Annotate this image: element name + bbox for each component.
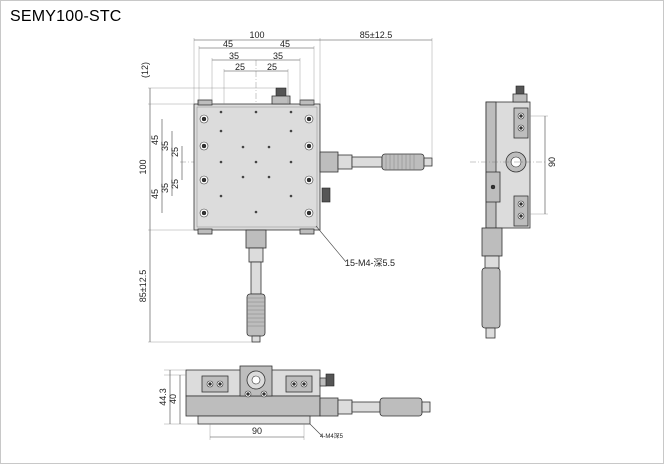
callout-leader-bottom (309, 423, 323, 437)
model-title: SEMY100-STC (10, 8, 122, 25)
dim-top-45-right: 45 (280, 39, 290, 49)
callout-tapped-holes-bottom: 4-M4深5 (320, 432, 344, 440)
dim-top-35-right: 35 (273, 51, 283, 61)
dim-front-width-90: 90 (252, 426, 262, 436)
micrometer-y-knurl (247, 297, 265, 327)
dim-top-100: 100 (249, 30, 264, 40)
side-view-clamp-upper (513, 107, 529, 139)
top-clamp-right (299, 99, 315, 106)
dim-left-45-top: 45 (150, 135, 160, 145)
front-view-center-hole (251, 375, 261, 385)
dim-left-100: 100 (138, 159, 148, 174)
dim-offset-12: (12) (140, 62, 150, 78)
front-view-clamp-left (201, 375, 229, 393)
corner-mount-holes (199, 114, 314, 218)
front-view-micrometer-barrel (337, 399, 353, 415)
front-view-micrometer-sleeve (351, 401, 381, 413)
bottom-clamp-right (299, 228, 315, 235)
bottom-clamp-left (197, 228, 213, 235)
micrometer-y-barrel (248, 247, 264, 263)
dim-left-25-top: 25 (170, 147, 180, 157)
micrometer-y-thimble (246, 293, 266, 337)
front-view-micrometer-mount (319, 397, 339, 417)
side-view-lock-base (512, 93, 528, 103)
dim-left-25-bottom: 25 (170, 179, 180, 189)
side-view-lock-knob (515, 85, 525, 95)
micrometer-x-mount (319, 151, 339, 173)
lock-knob-top (275, 87, 287, 97)
micrometer-y-ratchet (251, 335, 261, 343)
side-view: 90 (470, 85, 557, 339)
front-view-base-lip (197, 415, 311, 425)
micrometer-x-thimble (381, 153, 425, 171)
micrometer-x-knurl (385, 154, 415, 170)
front-view-micrometer-thimble (379, 397, 423, 417)
side-view-micrometer-ratchet (485, 327, 496, 339)
dim-side-height-90: 90 (547, 157, 557, 167)
callout-tapped-holes-top: 15-M4-深5.5 (345, 258, 395, 268)
micrometer-y-mount (245, 229, 267, 249)
front-view: 44.3 40 90 4-M4深5 (158, 365, 431, 440)
stage-top-plate-inner-edge (196, 106, 318, 228)
front-view-base (185, 395, 321, 417)
front-view-lock-knob (325, 373, 335, 387)
dim-top-45-left: 45 (223, 39, 233, 49)
micrometer-x-ratchet (423, 157, 433, 167)
stage-top-plate (193, 103, 321, 231)
dim-left-35-top: 35 (160, 141, 170, 151)
top-view: 100 45 45 35 35 25 25 85±12.5 (12) 100 4… (138, 30, 433, 343)
side-view-clamp-lower (513, 195, 529, 227)
micrometer-y-sleeve (250, 261, 262, 295)
tapped-m4-holes (219, 110, 293, 214)
lock-knob-base (271, 95, 291, 105)
side-view-micrometer-mount (481, 227, 503, 257)
side-lock-screw (321, 187, 331, 203)
micrometer-x-sleeve (351, 156, 383, 168)
front-view-screws (206, 380, 308, 398)
front-view-micrometer-ratchet (421, 401, 431, 413)
dim-front-height-40: 40 (168, 394, 178, 404)
micrometer-x-barrel (337, 154, 353, 170)
side-view-top-plate (485, 101, 497, 229)
dim-left-45-bottom: 45 (150, 189, 160, 199)
dim-micrometer-travel-x: 85±12.5 (360, 30, 392, 40)
side-view-micrometer-thimble (481, 267, 501, 329)
side-view-screws (517, 112, 525, 220)
side-view-micrometer-barrel (484, 255, 500, 269)
dim-micrometer-travel-y: 85±12.5 (138, 270, 148, 302)
dim-left-35-bottom: 35 (160, 183, 170, 193)
dim-front-height-44-3: 44.3 (158, 388, 168, 406)
dim-top-25-left: 25 (235, 62, 245, 72)
top-clamp-left (197, 99, 213, 106)
front-view-lock-base (319, 377, 327, 387)
front-view-clamp-right (285, 375, 313, 393)
dim-top-25-right: 25 (267, 62, 277, 72)
dim-top-35-left: 35 (229, 51, 239, 61)
callout-leader-top (315, 225, 347, 263)
